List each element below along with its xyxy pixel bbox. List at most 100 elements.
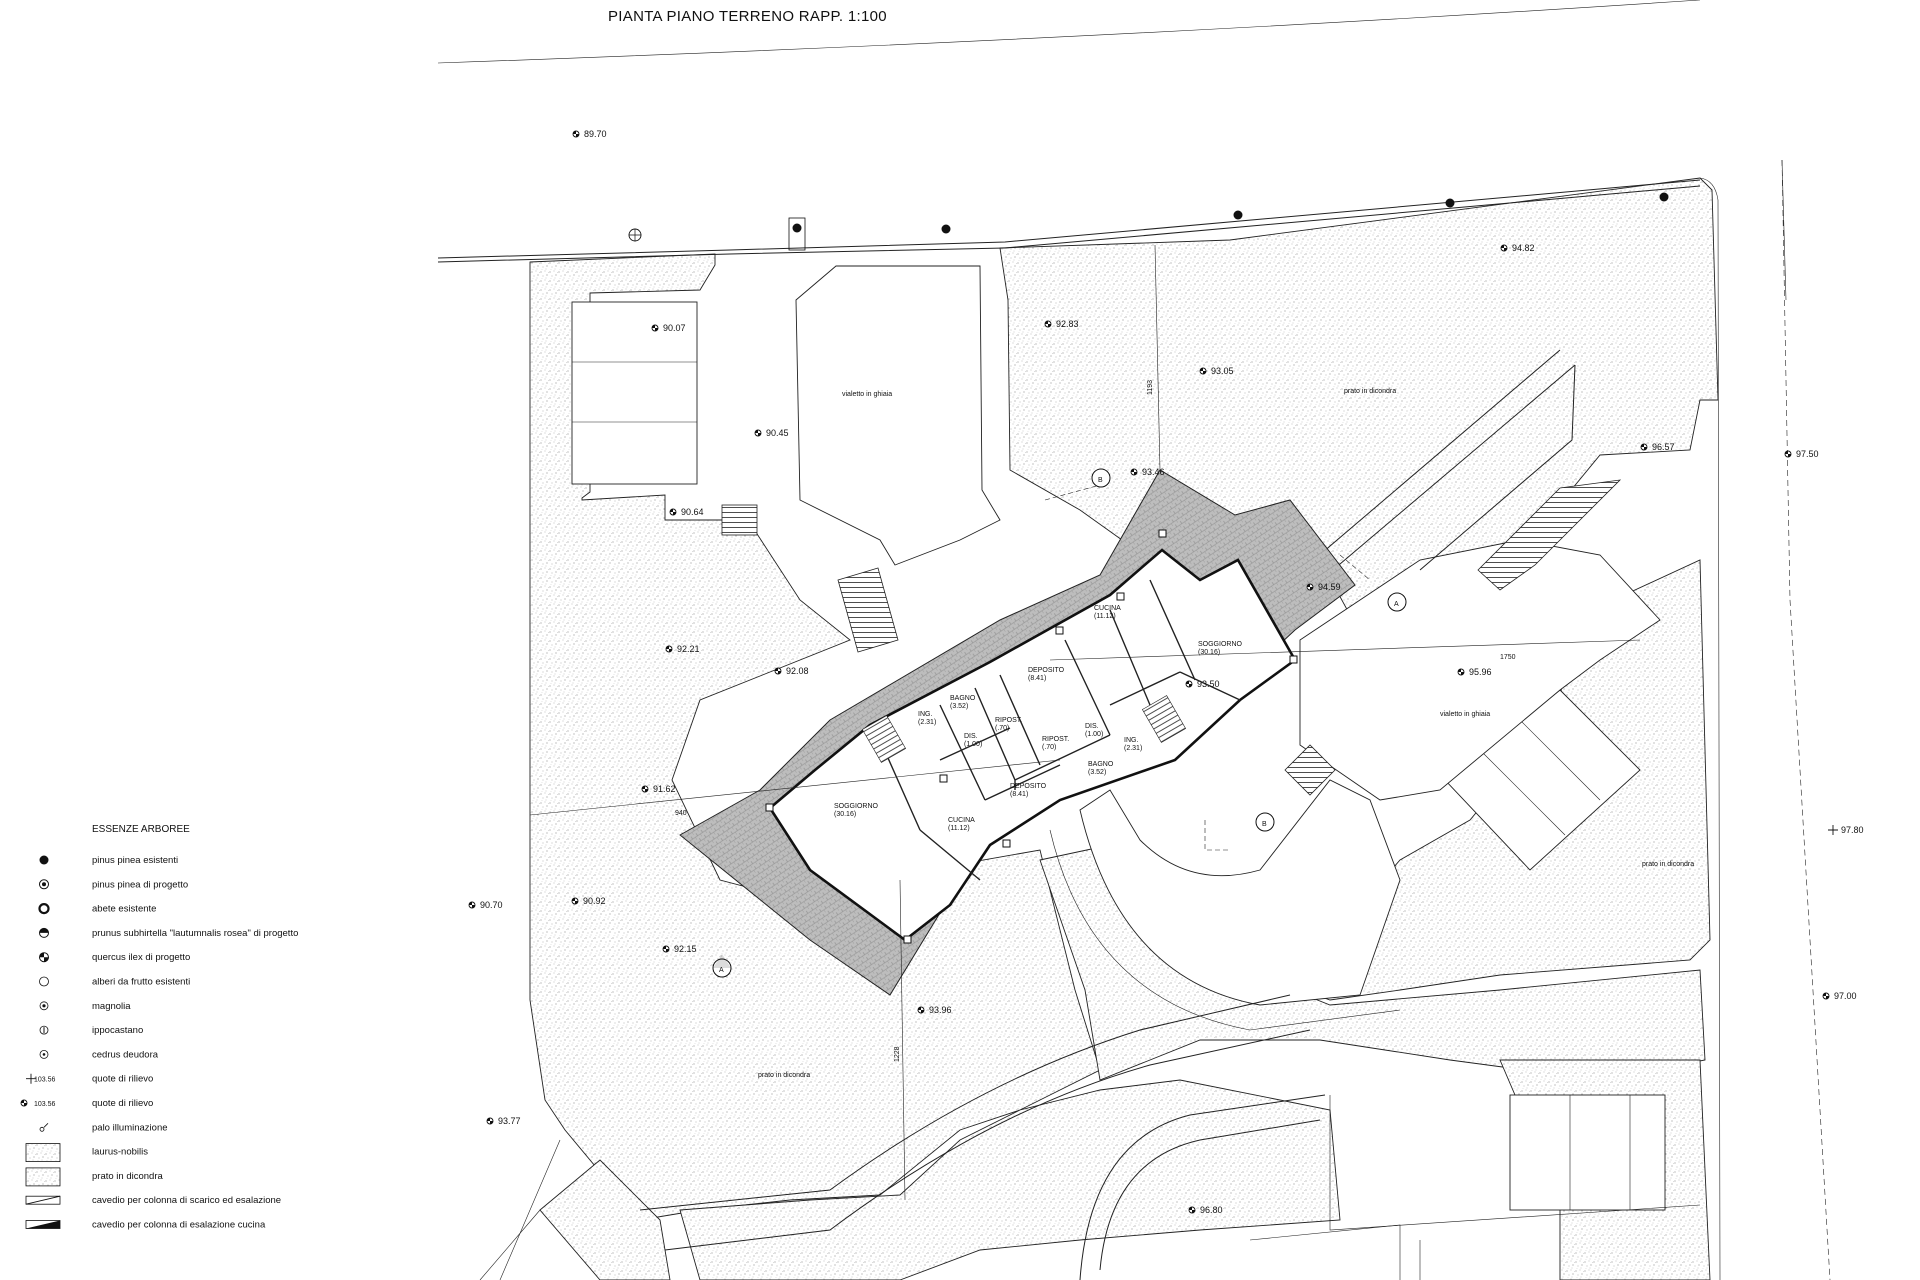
elevation-value: 97.00 <box>1834 991 1857 1001</box>
elevation-value: 92.21 <box>677 644 700 654</box>
svg-text:DEPOSITO: DEPOSITO <box>1010 783 1047 790</box>
svg-text:BAGNO: BAGNO <box>950 695 976 702</box>
elevation-mark: 93.96 <box>917 1005 952 1015</box>
thick-ring-icon <box>38 902 50 915</box>
section-markers: A A B B <box>712 468 1407 978</box>
svg-text:(11.12): (11.12) <box>948 825 970 832</box>
svg-text:SOGGIORNO: SOGGIORNO <box>1198 641 1243 648</box>
svg-text:ING.: ING. <box>1124 737 1138 744</box>
road-curb <box>1699 177 1721 1280</box>
section-marker-a-right: A <box>1387 592 1407 612</box>
top-road <box>437 159 1831 1280</box>
prato-label-1: prato in dicondra <box>1344 388 1396 395</box>
elevation-value: 92.15 <box>674 944 697 954</box>
elevation-mark: 90.64 <box>669 507 704 517</box>
driveway <box>1049 779 1401 1031</box>
elevation-mark: 93.46 <box>1130 467 1165 477</box>
legend-item-label: prato in dicondra <box>92 1171 163 1182</box>
room-ripost-1: RIPOST.(.70) <box>995 717 1022 732</box>
pine-tree-icon <box>941 224 951 234</box>
filled-dot-icon <box>39 855 49 865</box>
pine-tree-icon <box>1659 192 1669 202</box>
room-deposito-1: DEPOSITO(8.41) <box>1028 667 1065 682</box>
elevation-value: 94.59 <box>1318 582 1341 592</box>
svg-text:(2.31): (2.31) <box>1124 745 1142 752</box>
svg-text:B: B <box>1098 477 1103 484</box>
elevation-value: 93.46 <box>1142 467 1165 477</box>
cross-icon <box>26 1073 36 1084</box>
vialetto-label-2: vialetto in ghiaia <box>1440 711 1490 718</box>
elevation-marks: 89.7090.0790.4590.6492.2192.0891.6290.92… <box>468 129 1864 1215</box>
svg-text:(8.41): (8.41) <box>1028 675 1046 682</box>
room-dis-2: DIS.(1.00) <box>1085 723 1103 738</box>
legend-item-label: quote di rilievo <box>92 1098 153 1109</box>
svg-text:(1.00): (1.00) <box>1085 731 1103 738</box>
elevation-value: 90.70 <box>480 900 503 910</box>
svg-text:RIPOST.: RIPOST. <box>995 717 1022 724</box>
svg-text:CUCINA: CUCINA <box>1094 605 1121 612</box>
dim-1750: 1750 <box>1500 654 1516 661</box>
section-marker-b-top: B <box>1091 468 1111 488</box>
room-cucina-1: CUCINA(11.12) <box>948 817 975 832</box>
svg-text:DIS.: DIS. <box>1085 723 1099 730</box>
svg-text:(2.31): (2.31) <box>918 719 936 726</box>
elevation-value: 89.70 <box>584 129 607 139</box>
elevation-value: 90.64 <box>681 507 704 517</box>
elevation-value: 93.77 <box>498 1116 521 1126</box>
elevation-mark: 97.80 <box>1828 825 1864 835</box>
svg-text:(8.41): (8.41) <box>1010 791 1028 798</box>
legend-item: prunus subhirtella "lautumnalis rosea" d… <box>39 927 298 939</box>
elevation-mark: 92.15 <box>662 944 697 954</box>
circle-dot-icon <box>39 1050 49 1059</box>
elevation-mark: 90.07 <box>651 323 686 333</box>
svg-text:A: A <box>1394 601 1399 608</box>
elevation-value: 92.08 <box>786 666 809 676</box>
top-boundary-arc <box>437 0 1701 64</box>
elevation-value: 90.92 <box>583 896 606 906</box>
chimney-filled-icon <box>25 1220 61 1229</box>
building <box>679 469 1356 996</box>
elevation-mark: 96.57 <box>1640 442 1675 452</box>
legend-item: ippocastano <box>39 1025 143 1036</box>
elevation-mark: 91.62 <box>641 784 676 794</box>
legend-item-label: quote di rilievo <box>92 1074 153 1085</box>
legend-item-label: pinus pinea di progetto <box>92 879 188 890</box>
svg-text:(.70): (.70) <box>995 725 1009 732</box>
legend-item: quercus ilex di progetto <box>39 952 190 963</box>
elevation-mark: 92.83 <box>1044 319 1079 329</box>
survey-cross-icon <box>1828 825 1838 835</box>
room-ripost-2: RIPOST.(.70) <box>1042 736 1069 751</box>
stairs-elements <box>721 479 1622 796</box>
legend-item-label: quercus ilex di progetto <box>92 952 190 963</box>
svg-text:(30.16): (30.16) <box>834 811 856 818</box>
area-labels: vialetto in ghiaia vialetto in ghiaia pr… <box>758 388 1694 1079</box>
south-road <box>479 994 1701 1280</box>
section-marker-b-bottom: B <box>1255 812 1275 832</box>
legend-item: laurus-nobilis <box>25 1143 148 1162</box>
legend-item: pinus pinea esistenti <box>39 855 178 866</box>
legend-item-label: prunus subhirtella "lautumnalis rosea" d… <box>92 928 298 939</box>
legend: ESSENZE ARBOREE pinus pinea esistenti pin… <box>20 824 298 1231</box>
room-cucina-2: CUCINA(11.12) <box>1094 605 1121 620</box>
room-soggiorno-2: SOGGIORNO(30.16) <box>1198 641 1243 656</box>
room-bagno-2: BAGNO(3.52) <box>1088 761 1114 776</box>
gravel-path-top <box>795 265 1001 566</box>
room-dis-1: DIS.(1.00) <box>964 733 982 748</box>
elevation-value: 92.83 <box>1056 319 1079 329</box>
hatch-box-icon <box>25 1143 61 1162</box>
legend-title: ESSENZE ARBOREE <box>92 824 190 835</box>
legend-item-label: palo illuminazione <box>92 1122 168 1133</box>
room-soggiorno-1: SOGGIORNO(30.16) <box>834 803 879 818</box>
pillars <box>765 529 1298 944</box>
dim-1228: 1228 <box>894 1046 901 1062</box>
elevation-mark: 97.00 <box>1822 991 1857 1001</box>
svg-text:BAGNO: BAGNO <box>1088 761 1114 768</box>
legend-item-label: cavedio per colonna di scarico ed esalaz… <box>92 1195 281 1206</box>
elevation-value: 91.62 <box>653 784 676 794</box>
dim-1193: 1193 <box>1147 380 1154 395</box>
lamp-icon <box>39 1123 49 1132</box>
elevation-value: 93.50 <box>1197 679 1220 689</box>
legend-item: prato in dicondra <box>25 1167 163 1187</box>
room-ing-1: ING.(2.31) <box>918 711 936 726</box>
